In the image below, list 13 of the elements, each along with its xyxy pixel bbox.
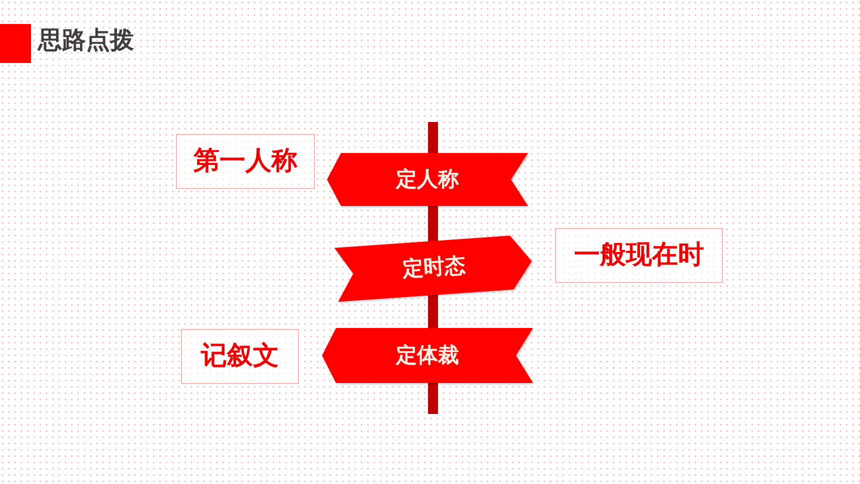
arrow-sign bbox=[322, 328, 533, 383]
answer-text: 记叙文 bbox=[201, 342, 279, 371]
answer-box bbox=[555, 228, 723, 283]
sign-label: 定人称 bbox=[396, 168, 459, 192]
answer-box bbox=[181, 329, 299, 384]
answer-box bbox=[176, 134, 315, 189]
answer-text: 第一人称 bbox=[194, 147, 298, 176]
sign-label: 定时态 bbox=[402, 254, 466, 282]
arrow-sign bbox=[334, 234, 534, 302]
answer-text: 一般现在时 bbox=[574, 241, 704, 270]
arrow-sign bbox=[327, 153, 528, 206]
slide-title: 思路点拨 bbox=[38, 26, 134, 55]
sign-label: 定体裁 bbox=[396, 344, 459, 368]
